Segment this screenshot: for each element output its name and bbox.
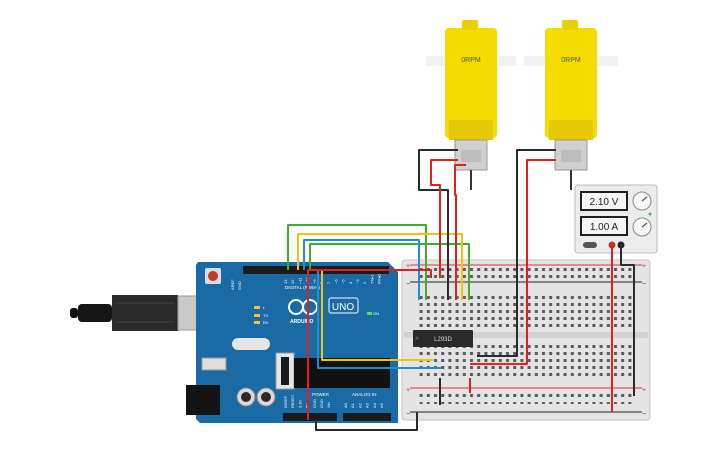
motor-1-rpm: 0RPM	[461, 57, 481, 64]
dc-motor-1[interactable]: 0RPM	[426, 20, 516, 190]
chip-label: L293D	[434, 337, 452, 343]
wire-motor2-black	[477, 149, 556, 357]
wire-supply-black	[620, 245, 635, 396]
wire-motor1-red-2	[430, 159, 458, 278]
rail-minus-mark: −	[642, 411, 646, 418]
power-jack[interactable]	[186, 385, 220, 415]
power-switch[interactable]	[583, 242, 597, 248]
digital-pin-label-12: TX▸1	[369, 274, 374, 284]
wire-green-1	[287, 224, 427, 300]
current-display: 1.00 A	[590, 222, 619, 233]
regulator	[201, 357, 227, 371]
power-pin-label-4: GND	[312, 399, 317, 408]
rail-plus-mark: +	[642, 387, 646, 394]
digital-pin-label-4: ~9	[312, 279, 317, 284]
on-led	[367, 312, 372, 315]
analog-pin-label-1: A1	[350, 402, 355, 408]
digital-pin-label-2: ~11	[297, 277, 302, 284]
digital-pin-label-7: ~6	[333, 279, 338, 284]
rail-minus-mark: −	[406, 411, 410, 418]
wire-motor2-red	[470, 159, 556, 365]
rail-minus-mark: −	[642, 281, 646, 288]
power-label: POWER	[312, 392, 330, 397]
wire-5v-red	[307, 269, 432, 420]
wire-motor1-red	[454, 164, 466, 300]
analog-label: ANALOG IN	[352, 392, 377, 397]
wires[interactable]	[287, 149, 635, 431]
dc-motor-2[interactable]: 0RPM	[524, 20, 618, 190]
wire-yellow-1	[297, 233, 463, 300]
wire-gnd-black	[315, 412, 418, 431]
svg-text:RX: RX	[263, 320, 269, 325]
microcontroller	[294, 358, 390, 388]
svg-text:UNO: UNO	[332, 302, 354, 313]
motor-2-rpm: 0RPM	[561, 57, 581, 64]
digital-label: DIGITAL (PWM~)	[285, 285, 320, 290]
wire-yellow-2	[321, 270, 433, 361]
digital-pin-label-11: 2	[362, 281, 367, 284]
wire-blue-1	[317, 270, 441, 369]
digital-pin-label-8: ~5	[341, 279, 346, 284]
usb-cable[interactable]	[70, 295, 178, 331]
digital-pin-label-1: 12	[290, 279, 295, 284]
svg-text:TX: TX	[263, 313, 268, 318]
rail-plus-mark: +	[406, 387, 410, 394]
rail-minus-mark: −	[406, 281, 410, 288]
rail-plus-mark: +	[642, 263, 646, 270]
rail-plus-mark: +	[406, 263, 410, 270]
power-pin-label-0: IOREF	[283, 395, 288, 408]
svg-text:L: L	[263, 305, 266, 310]
l293d-chip[interactable]: L293D	[413, 330, 473, 347]
digital-pin-label-13: RX◂0	[377, 273, 382, 284]
on-led-label: ON	[373, 311, 379, 316]
analog-header	[343, 413, 391, 421]
digital-pin-label-6: 7	[326, 281, 331, 284]
gnd-label: GND	[237, 281, 242, 290]
power-supply[interactable]: 2.10 V 1.00 A	[574, 184, 658, 254]
analog-pin-label-5: A5	[379, 402, 384, 408]
svg-text:ARDUINO: ARDUINO	[290, 319, 313, 325]
power-pin-label-6: Vin	[326, 402, 331, 408]
analog-pin-label-4: A4	[372, 402, 377, 408]
power-pin-label-1: RESET	[290, 394, 295, 408]
crystal	[232, 338, 270, 350]
digital-pin-label-9: 4	[348, 281, 353, 284]
aref-label: AREF	[230, 279, 235, 290]
power-pin-label-2: 3.3V	[297, 399, 302, 408]
analog-pin-label-3: A3	[365, 402, 370, 408]
digital-pin-label-10: ~3	[355, 279, 360, 284]
power-pin-label-5: GND	[319, 399, 324, 408]
wire-motor1-black	[418, 149, 458, 300]
analog-pin-label-2: A2	[357, 402, 362, 408]
status-leds: L TX RX	[254, 305, 269, 325]
power-header	[283, 413, 337, 421]
wire-green-2	[309, 243, 470, 300]
atmega-chip	[281, 357, 289, 385]
uno-badge: UNO	[328, 297, 359, 314]
analog-pin-label-0: A0	[343, 402, 348, 408]
digital-pin-label-0: 13	[283, 279, 288, 284]
voltage-display: 2.10 V	[590, 197, 619, 208]
